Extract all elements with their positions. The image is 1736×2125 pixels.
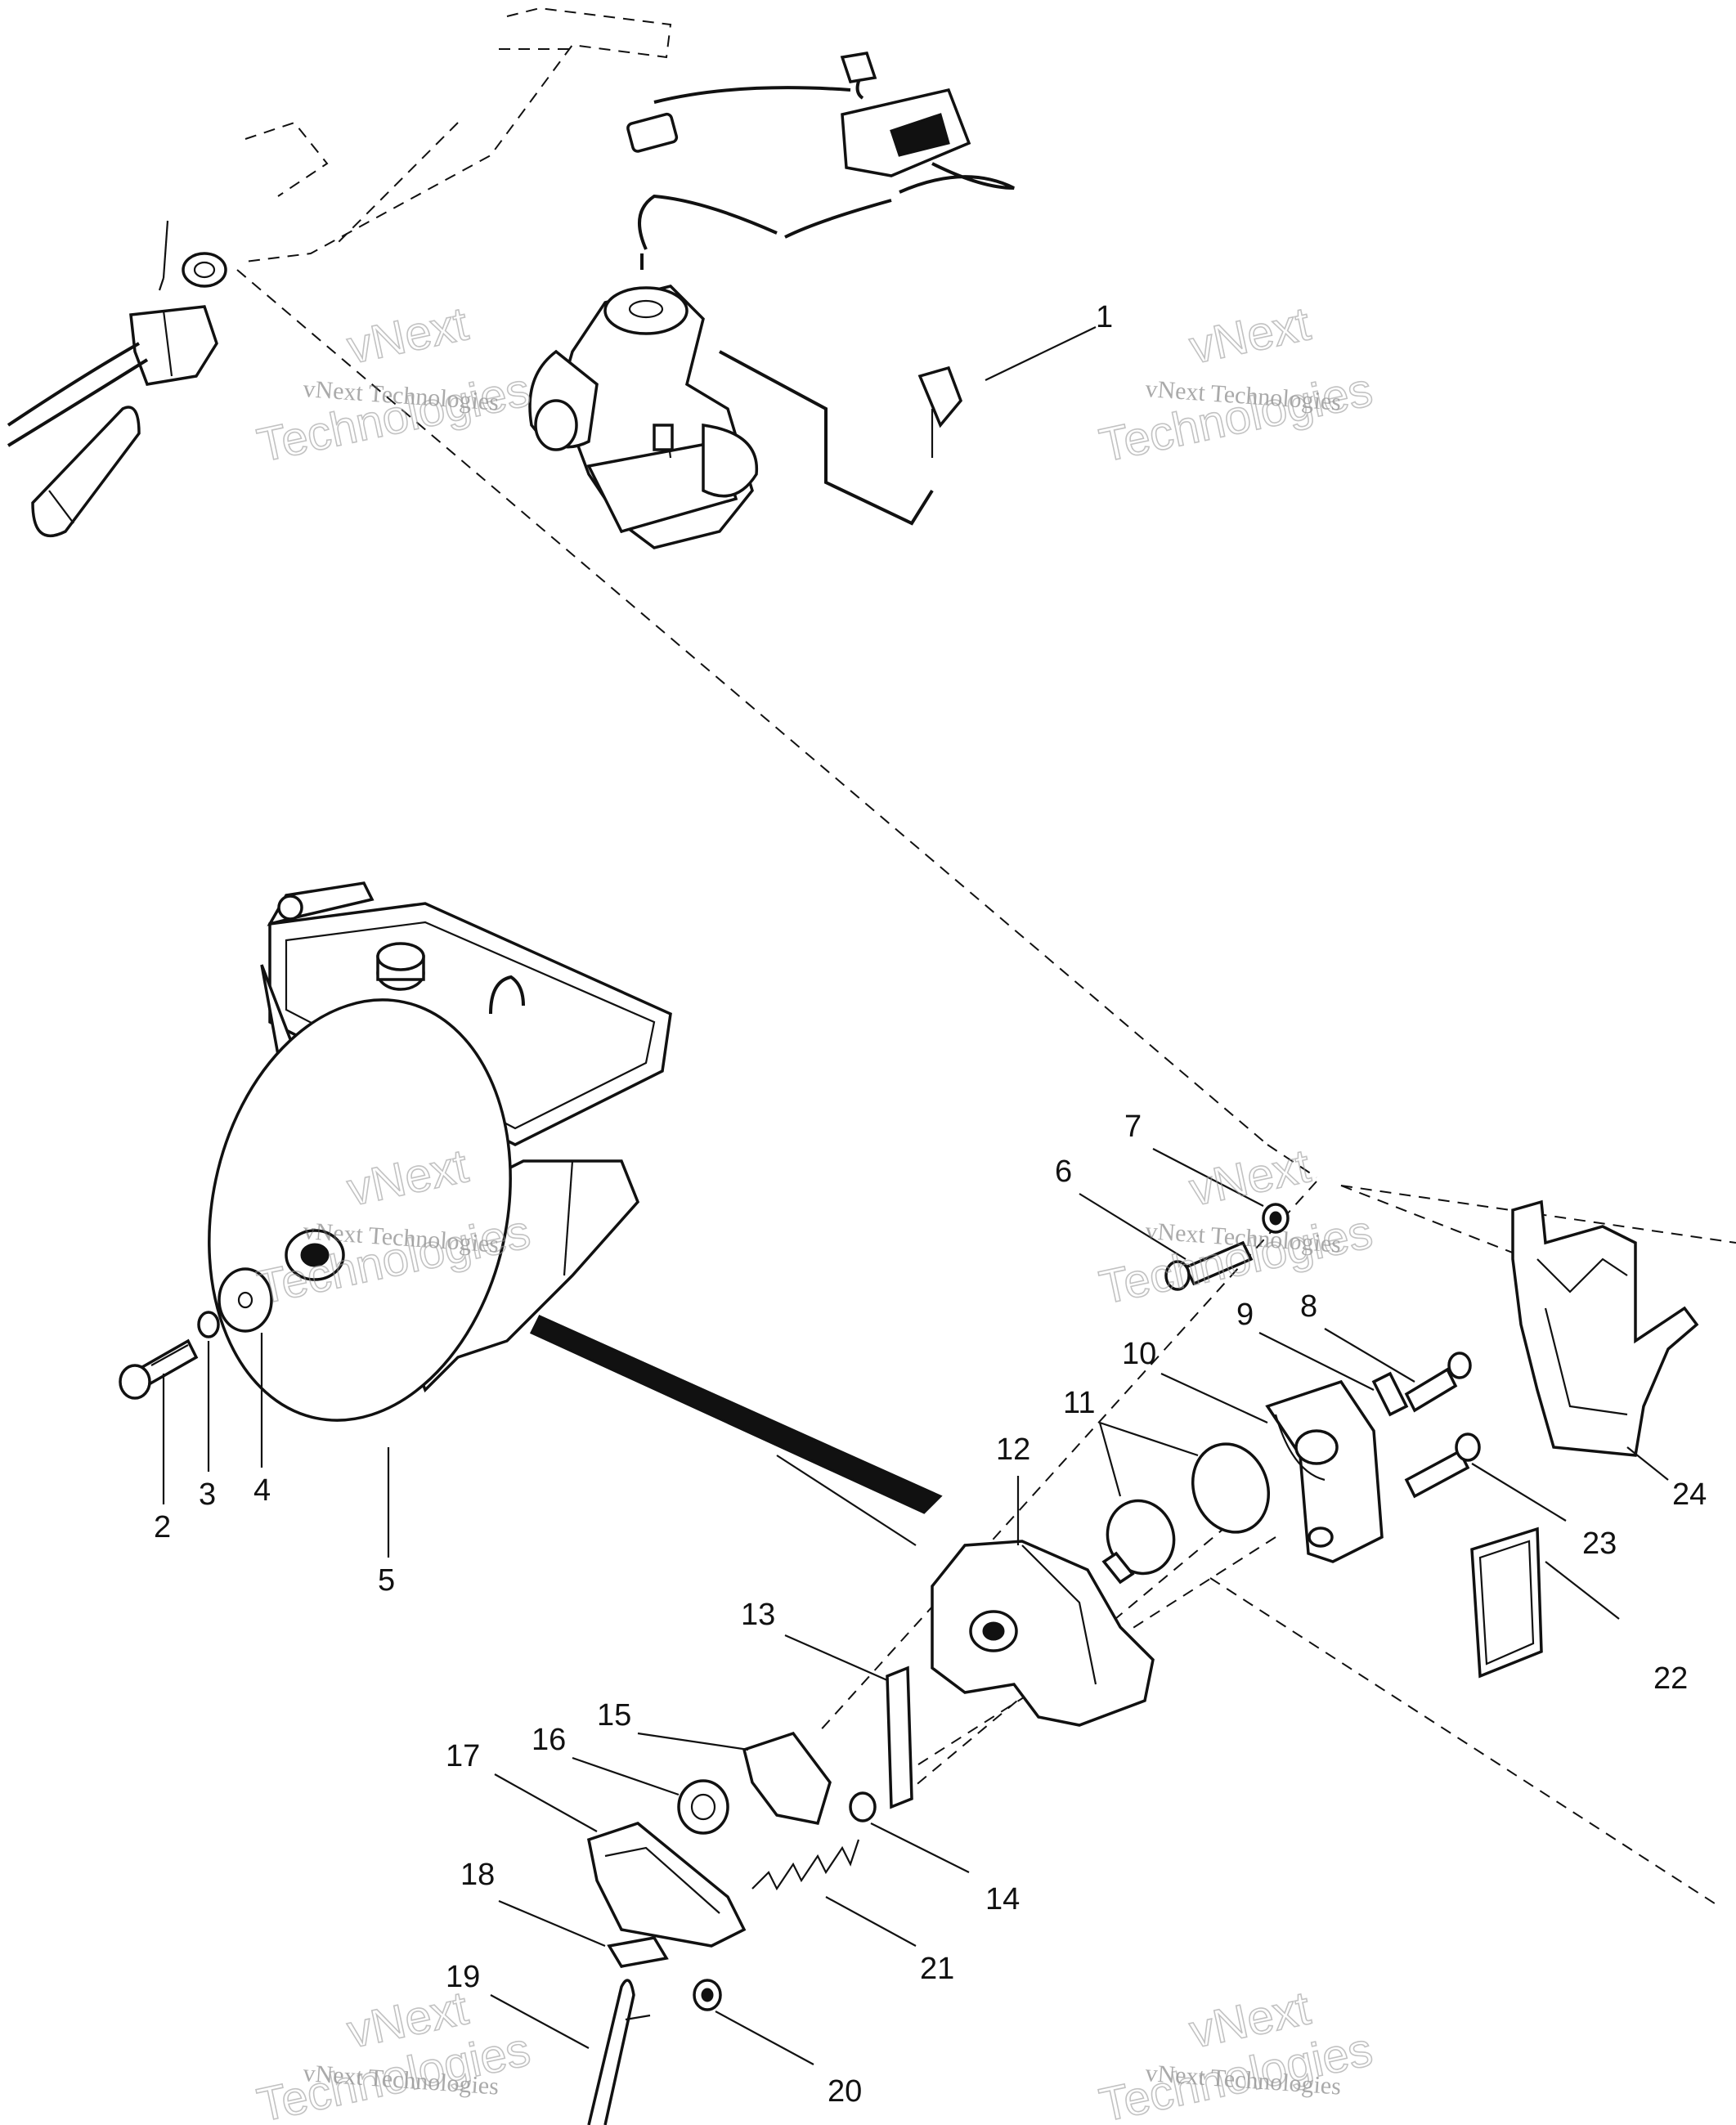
callout-15: 15: [597, 1698, 631, 1733]
watermark-top-left: vNext vNext Technologies Technologies: [252, 297, 535, 473]
engine-housing: [119, 881, 943, 1546]
watermark-bottom-left: vNext vNext Technologies Technologies: [252, 1981, 535, 2125]
callout-14: 14: [985, 1882, 1020, 1917]
callout-1: 1: [1096, 300, 1113, 334]
callout-11: 11: [1063, 1386, 1095, 1420]
callout-5: 5: [378, 1563, 395, 1598]
callout-10: 10: [1122, 1337, 1156, 1371]
callout-21: 21: [920, 1952, 954, 1986]
callout-6: 6: [1055, 1154, 1072, 1189]
callout-20: 20: [828, 2074, 862, 2109]
watermark-vnext: vNext: [1185, 1139, 1315, 1216]
callout-24: 24: [1672, 1477, 1707, 1512]
watermark-technologies: Technologies: [1095, 363, 1377, 473]
handlebar-assembly: [7, 7, 672, 537]
bracket-assembly: [586, 1199, 1699, 2125]
callout-23: 23: [1582, 1527, 1617, 1561]
callout-4: 4: [253, 1473, 271, 1508]
callout-9: 9: [1236, 1298, 1254, 1332]
callout-22: 22: [1653, 1661, 1688, 1696]
callout-8: 8: [1300, 1289, 1317, 1324]
leader-lines: [162, 326, 1669, 2065]
carburetor: [528, 52, 1015, 549]
callout-2: 2: [154, 1510, 171, 1544]
callout-17: 17: [446, 1739, 480, 1773]
watermark-bottom-right: vNext vNext Technologies Technologies: [1094, 1981, 1377, 2125]
watermark-top-right: vNext vNext Technologies Technologies: [1094, 297, 1377, 473]
watermark-mid-right: vNext vNext Technologies Technologies: [1094, 1139, 1377, 1316]
callout-18: 18: [460, 1858, 495, 1892]
callout-labels: 1 2 3 4 5 6 7 8 9 10 11 12 13 14 15 16 1…: [154, 300, 1707, 2109]
callout-13: 13: [741, 1598, 775, 1632]
watermark-technologies: Technologies: [253, 363, 535, 473]
watermark-vnext: vNext: [1185, 297, 1315, 374]
callout-12: 12: [996, 1432, 1030, 1467]
callout-7: 7: [1124, 1110, 1142, 1144]
callout-16: 16: [532, 1723, 566, 1757]
callout-19: 19: [446, 1960, 480, 1994]
callout-3: 3: [199, 1477, 216, 1512]
watermark-vnext: vNext: [343, 297, 473, 374]
